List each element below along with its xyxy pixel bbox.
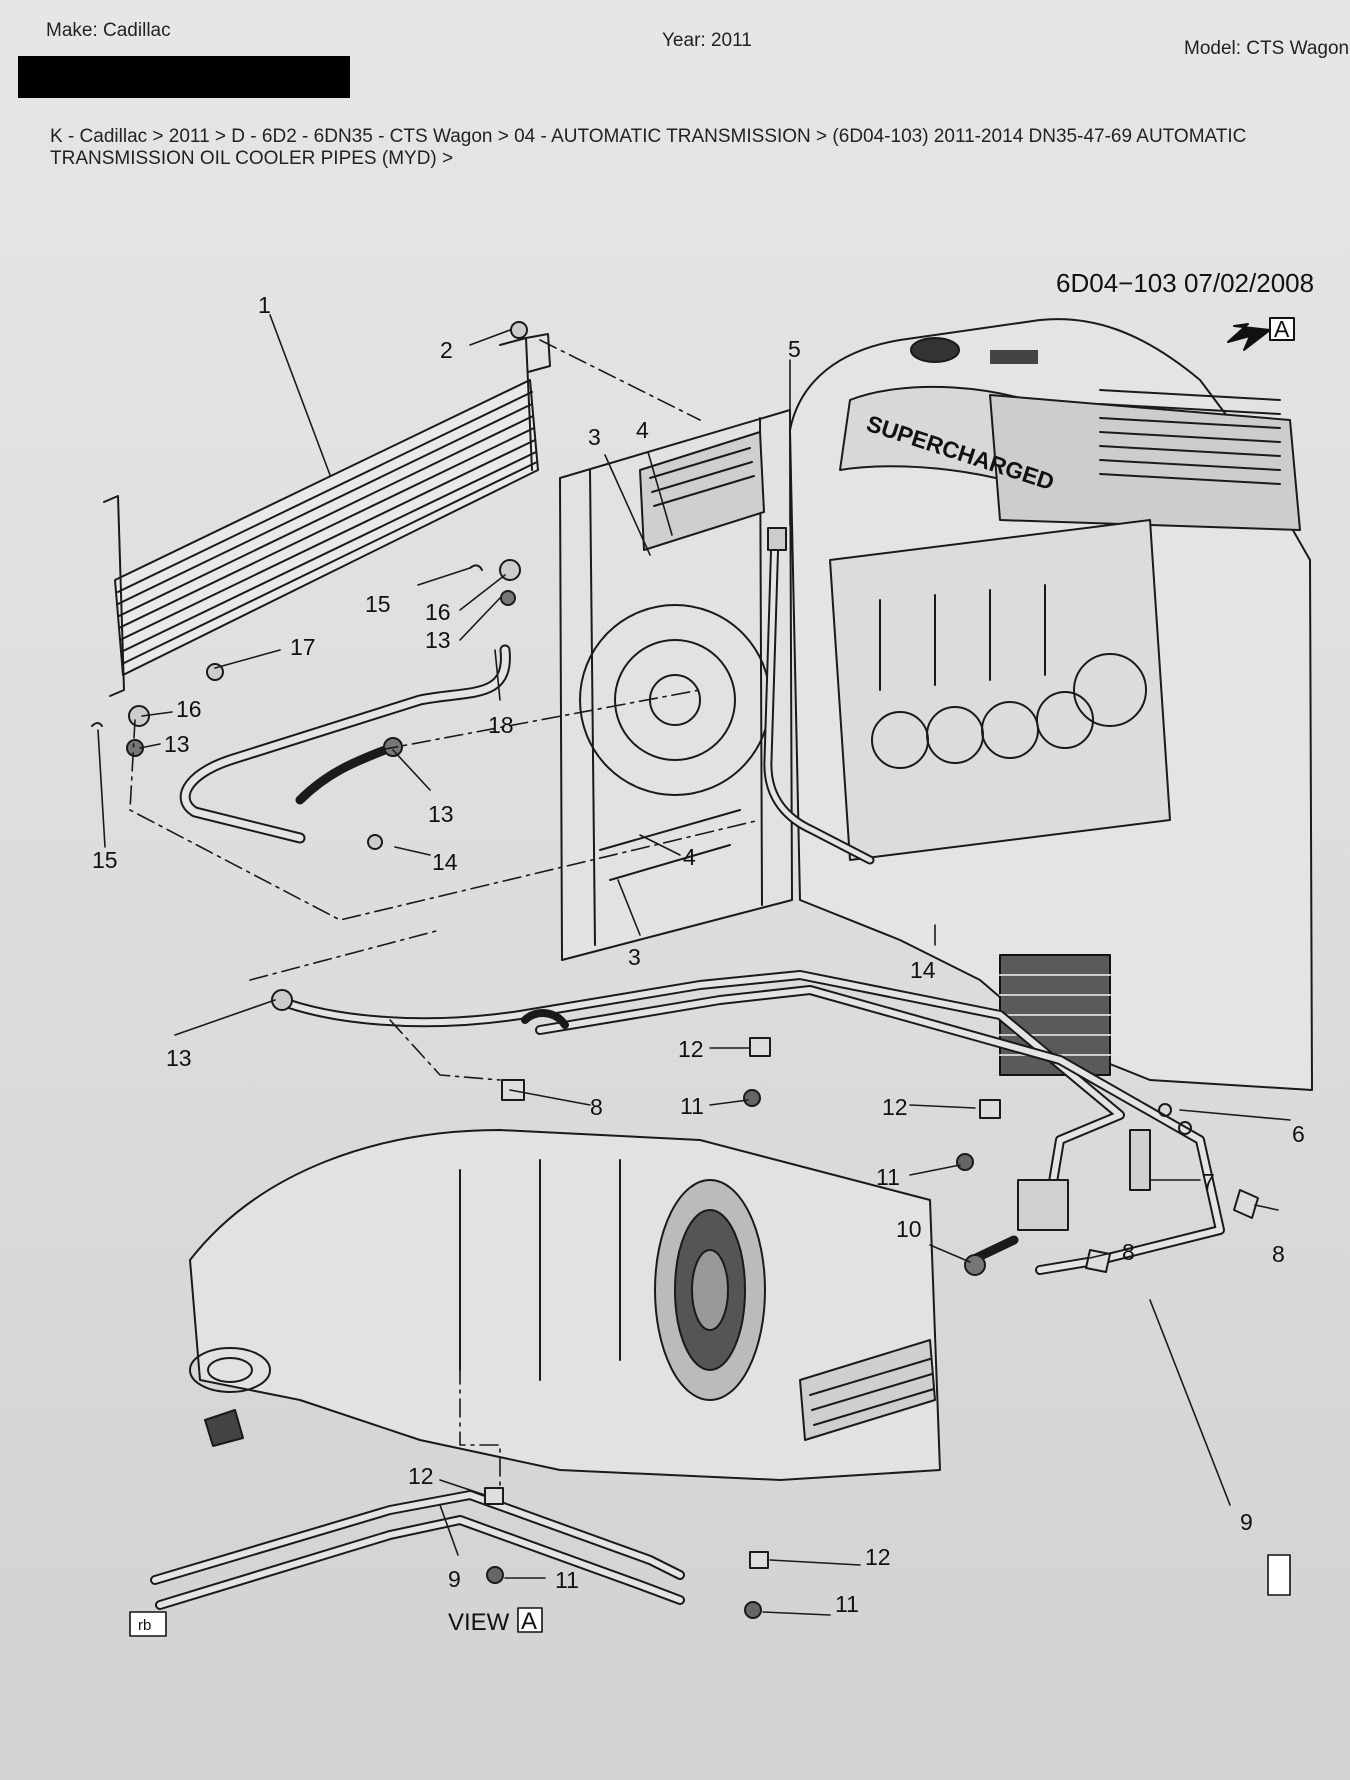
- radiator-frame: [559, 409, 793, 961]
- callout-11: 11: [680, 1093, 704, 1119]
- view-arrow-letter: A: [1274, 316, 1290, 342]
- callout-4: 4: [636, 417, 649, 443]
- callout-9: 9: [1240, 1509, 1253, 1535]
- callout-numbers: 1 2 3 4 5 15 16 13 17 18 16 13 15 13 14 …: [92, 292, 1305, 1617]
- callout-9: 9: [448, 1566, 461, 1592]
- view-letter: A: [521, 1608, 537, 1635]
- model-label: Model: CTS Wagon: [1184, 38, 1350, 59]
- callout-16: 16: [425, 599, 451, 625]
- callout-8: 8: [1272, 1241, 1285, 1267]
- callout-2: 2: [440, 337, 453, 363]
- callout-6: 6: [1292, 1121, 1305, 1147]
- callout-10: 10: [896, 1216, 922, 1242]
- callout-15: 15: [92, 847, 118, 873]
- callout-12: 12: [678, 1036, 704, 1062]
- callout-15: 15: [365, 591, 391, 617]
- view-a-illustration: [150, 1129, 941, 1619]
- callout-12: 12: [882, 1094, 908, 1120]
- make-label: Make: Cadillac: [46, 20, 171, 41]
- callout-4: 4: [683, 844, 696, 870]
- callout-3: 3: [628, 944, 641, 970]
- callout-12: 12: [408, 1463, 434, 1489]
- callout-13: 13: [164, 731, 190, 757]
- callout-12: 12: [865, 1544, 891, 1570]
- callout-8: 8: [590, 1094, 603, 1120]
- callout-11: 11: [835, 1591, 859, 1617]
- callout-13: 13: [428, 801, 454, 827]
- callout-1: 1: [258, 292, 271, 318]
- callout-8: 8: [1122, 1239, 1135, 1265]
- callout-14: 14: [910, 957, 936, 983]
- callout-5: 5: [788, 336, 801, 362]
- callout-7: 7: [1202, 1169, 1215, 1195]
- callout-16: 16: [176, 696, 202, 722]
- callout-13: 13: [425, 627, 451, 653]
- callout-17: 17: [290, 634, 316, 660]
- redaction-bar: [18, 56, 350, 98]
- breadcrumb: K - Cadillac > 2011 > D - 6D2 - 6DN35 - …: [50, 126, 1247, 169]
- corner-tag: rb: [138, 1617, 151, 1634]
- view-label: VIEW: [448, 1609, 510, 1636]
- callout-18: 18: [488, 712, 514, 738]
- oil-cooler: [103, 333, 551, 697]
- year-label: Year: 2011: [662, 30, 752, 51]
- callout-11: 11: [555, 1567, 579, 1593]
- callout-13: 13: [166, 1045, 192, 1071]
- callout-3: 3: [588, 424, 601, 450]
- callout-14: 14: [432, 849, 458, 875]
- callout-11: 11: [876, 1164, 900, 1190]
- diagram-id: 6D04−103 07/02/2008: [1056, 268, 1315, 298]
